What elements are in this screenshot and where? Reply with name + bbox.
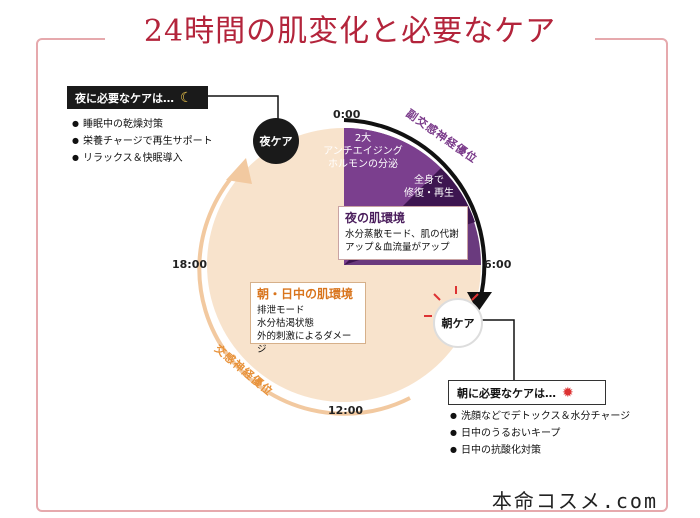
morning-care-list: 洗顔などでデトックス＆水分チャージ 日中のうるおいキープ 日中の抗酸化対策 — [450, 408, 630, 459]
hormone-line-2: アンチエイジング — [323, 146, 403, 157]
morning-care-heading-text: 朝に必要なケアは… — [457, 386, 556, 400]
time-18: 18:00 — [172, 258, 208, 271]
morning-care-badge-label: 朝ケア — [441, 317, 475, 330]
moon-icon: ☾ — [180, 89, 193, 106]
night-env-panel: 夜の肌環境 水分蒸散モード、肌の代謝 アップ＆血流量がアップ — [338, 206, 468, 260]
repair-line-2: 修復・再生 — [404, 188, 454, 199]
list-item: 日中のうるおいキープ — [450, 425, 630, 442]
night-care-badge: 夜ケア — [253, 118, 299, 164]
day-env-body: 排泄モード 水分枯渇状態 外的刺激によるダメージ — [251, 304, 365, 356]
hormone-line-1: 2大 — [354, 133, 372, 144]
morning-care-heading: 朝に必要なケアは… ✹ — [448, 380, 606, 405]
night-arc — [343, 118, 487, 301]
time-6: 6:00 — [484, 258, 512, 271]
day-arc — [197, 166, 411, 416]
morning-care-badge: 朝ケア — [433, 298, 483, 348]
sun-icon: ✹ — [562, 384, 574, 401]
list-item: 栄養チャージで再生サポート — [72, 133, 213, 150]
day-env-panel: 朝・日中の肌環境 排泄モード 水分枯渇状態 外的刺激によるダメージ — [250, 282, 366, 355]
sun-rays-icon — [424, 286, 479, 317]
day-env-title: 朝・日中の肌環境 — [257, 287, 354, 301]
page-title: 24時間の肌変化と必要なケア — [143, 14, 557, 49]
time-0: 0:00 — [333, 108, 361, 121]
day-env-line-1: 排泄モード — [257, 305, 305, 316]
list-item: 洗顔などでデトックス＆水分チャージ — [450, 408, 630, 425]
day-arrow — [226, 158, 252, 184]
repair-line-1: 全身で — [414, 175, 444, 186]
night-env-line-2: アップ＆血流量がアップ — [345, 242, 450, 253]
night-env-title: 夜の肌環境 — [345, 211, 406, 225]
title-background — [105, 12, 595, 52]
day-env-line-3: 外的刺激によるダメージ — [257, 331, 352, 355]
night-care-heading-text: 夜に必要なケアは… — [75, 91, 174, 105]
night-env-body: 水分蒸散モード、肌の代謝 アップ＆血流量がアップ — [339, 228, 467, 254]
repair-wedge-label: 全身で 修復・再生 — [396, 174, 462, 200]
hormone-wedge-label: 2大 アンチエイジング ホルモンの分泌 — [308, 132, 418, 171]
time-12: 12:00 — [328, 404, 364, 417]
list-item: リラックス＆快眠導入 — [72, 150, 213, 167]
hormone-line-3: ホルモンの分泌 — [328, 159, 398, 170]
night-care-badge-label: 夜ケア — [259, 135, 293, 148]
night-care-list: 睡眠中の乾燥対策 栄養チャージで再生サポート リラックス＆快眠導入 — [72, 116, 213, 167]
night-care-heading: 夜に必要なケアは… ☾ — [67, 86, 208, 109]
list-item: 睡眠中の乾燥対策 — [72, 116, 213, 133]
night-env-line-1: 水分蒸散モード、肌の代謝 — [345, 229, 459, 240]
night-arrow — [467, 292, 492, 312]
morning-connector — [480, 319, 588, 386]
brand-logo: 本命コスメ.com — [491, 489, 658, 513]
day-env-line-2: 水分枯渇状態 — [257, 318, 315, 329]
night-connector — [192, 95, 279, 120]
list-item: 日中の抗酸化対策 — [450, 442, 630, 459]
